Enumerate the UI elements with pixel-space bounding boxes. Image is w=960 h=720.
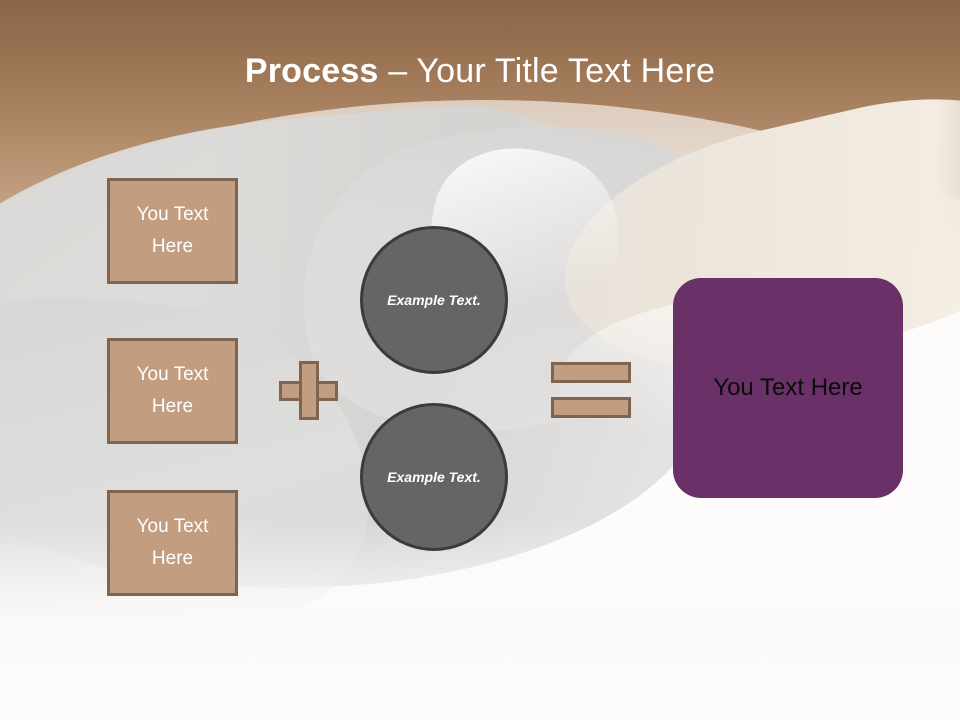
page-title-bold: Process [244, 52, 379, 90]
equals-icon [551, 361, 631, 420]
result-box-label: You Text Here [713, 374, 863, 401]
example-circle-2[interactable]: Example Text. [360, 403, 508, 551]
example-circle-1[interactable]: Example Text. [360, 226, 508, 374]
page-title-separator: – [378, 52, 417, 90]
background-brush-tail [0, 273, 388, 687]
plus-icon-center-fill [302, 384, 316, 398]
example-circle-1-label: Example Text. [387, 291, 481, 308]
input-box-1[interactable]: You Text Here [107, 178, 238, 284]
page-title: Process – Your Title Text Here [0, 50, 960, 92]
equals-icon-top-bar [551, 362, 631, 383]
equals-icon-bottom-bar [551, 397, 631, 418]
input-box-1-label: You Text Here [136, 204, 209, 257]
page-title-rest: Your Title Text Here [416, 52, 716, 90]
example-circle-2-label: Example Text. [387, 468, 481, 485]
result-box[interactable]: You Text Here [673, 278, 903, 498]
input-box-2[interactable]: You Text Here [107, 338, 238, 444]
input-box-3-label: You Text Here [136, 516, 209, 569]
input-box-2-label: You Text Here [136, 364, 209, 417]
plus-icon [279, 361, 338, 420]
input-box-3[interactable]: You Text Here [107, 490, 238, 596]
